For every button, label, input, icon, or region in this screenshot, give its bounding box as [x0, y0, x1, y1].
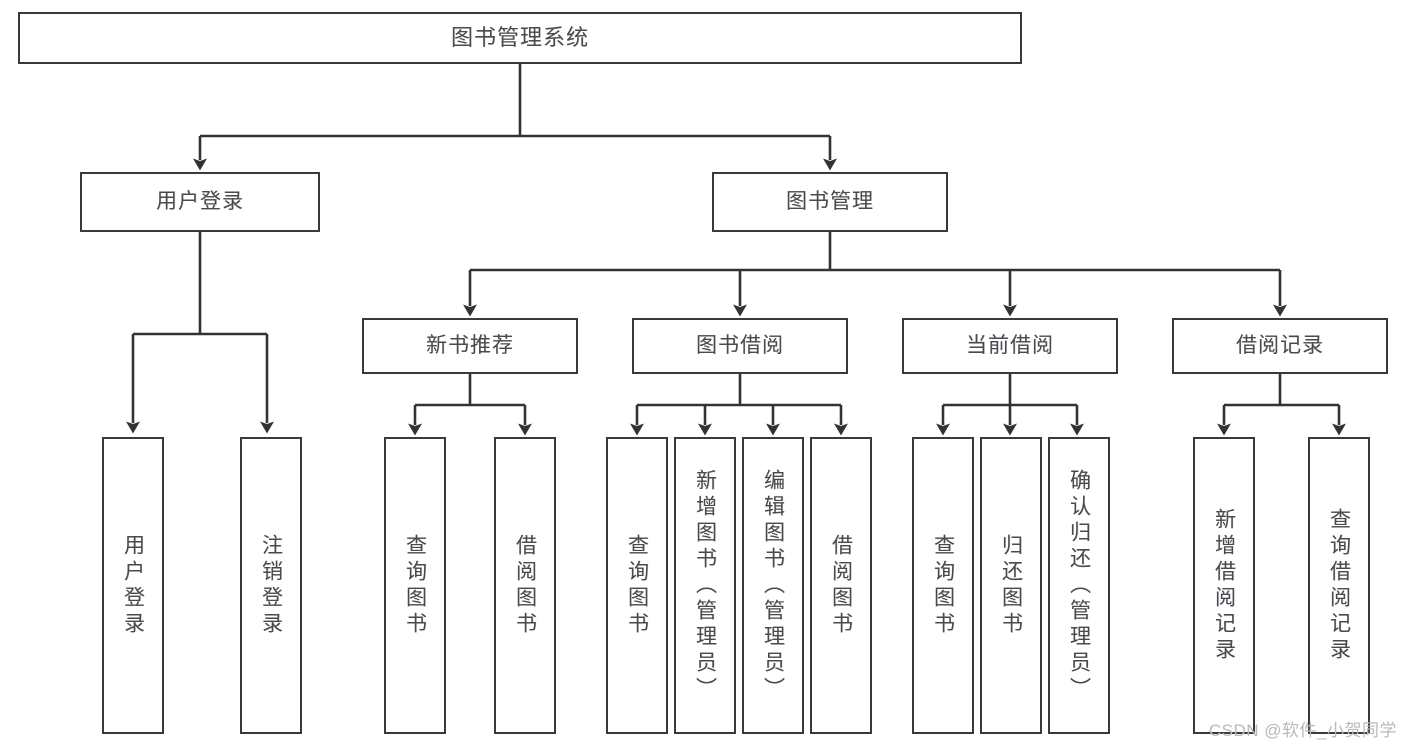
leaf-user-login-login[interactable]: 用户登录 — [102, 437, 164, 734]
leaf-label: 查询图书 — [625, 533, 649, 638]
node-book-management[interactable]: 图书管理 — [712, 172, 948, 232]
leaf-user-login-logout[interactable]: 注销登录 — [240, 437, 302, 734]
leaf-label: 归还图书 — [999, 533, 1023, 638]
leaf-label: 借阅图书 — [513, 533, 537, 638]
leaf-label: 查询图书 — [931, 533, 955, 638]
leaf-label: 新增借阅记录 — [1212, 507, 1236, 664]
leaf-label: 查询图书 — [403, 533, 427, 638]
node-label: 新书推荐 — [426, 334, 514, 358]
leaf-label: 新增图书（管理员） — [693, 468, 717, 703]
node-label: 图书借阅 — [696, 334, 784, 358]
leaf-new-book-query-book[interactable]: 查询图书 — [384, 437, 446, 734]
node-book-borrow[interactable]: 图书借阅 — [632, 318, 848, 374]
node-label: 当前借阅 — [966, 334, 1054, 358]
leaf-book-borrow-add-book-admin[interactable]: 新增图书（管理员） — [674, 437, 736, 734]
leaf-new-book-borrow-book[interactable]: 借阅图书 — [494, 437, 556, 734]
leaf-book-borrow-borrow-book[interactable]: 借阅图书 — [810, 437, 872, 734]
leaf-label: 查询借阅记录 — [1327, 507, 1351, 664]
leaf-label: 用户登录 — [121, 533, 145, 638]
node-label: 图书管理 — [786, 190, 874, 214]
leaf-book-borrow-query-book[interactable]: 查询图书 — [606, 437, 668, 734]
node-label: 用户登录 — [156, 190, 244, 214]
leaf-label: 借阅图书 — [829, 533, 853, 638]
node-label: 图书管理系统 — [450, 24, 589, 50]
leaf-label: 编辑图书（管理员） — [761, 468, 785, 703]
node-borrow-record[interactable]: 借阅记录 — [1172, 318, 1388, 374]
leaf-current-borrow-query-book[interactable]: 查询图书 — [912, 437, 974, 734]
leaf-current-borrow-confirm-return-admin[interactable]: 确认归还（管理员） — [1048, 437, 1110, 734]
node-current-borrow[interactable]: 当前借阅 — [902, 318, 1118, 374]
leaf-borrow-record-add-record[interactable]: 新增借阅记录 — [1193, 437, 1255, 734]
leaf-borrow-record-query-record[interactable]: 查询借阅记录 — [1308, 437, 1370, 734]
leaf-current-borrow-return-book[interactable]: 归还图书 — [980, 437, 1042, 734]
leaf-label: 确认归还（管理员） — [1067, 468, 1091, 703]
leaf-label: 注销登录 — [259, 533, 283, 638]
node-new-book-recommend[interactable]: 新书推荐 — [362, 318, 578, 374]
leaf-book-borrow-edit-book-admin[interactable]: 编辑图书（管理员） — [742, 437, 804, 734]
node-label: 借阅记录 — [1236, 334, 1324, 358]
node-user-login[interactable]: 用户登录 — [80, 172, 320, 232]
node-root-book-management-system[interactable]: 图书管理系统 — [18, 12, 1022, 64]
